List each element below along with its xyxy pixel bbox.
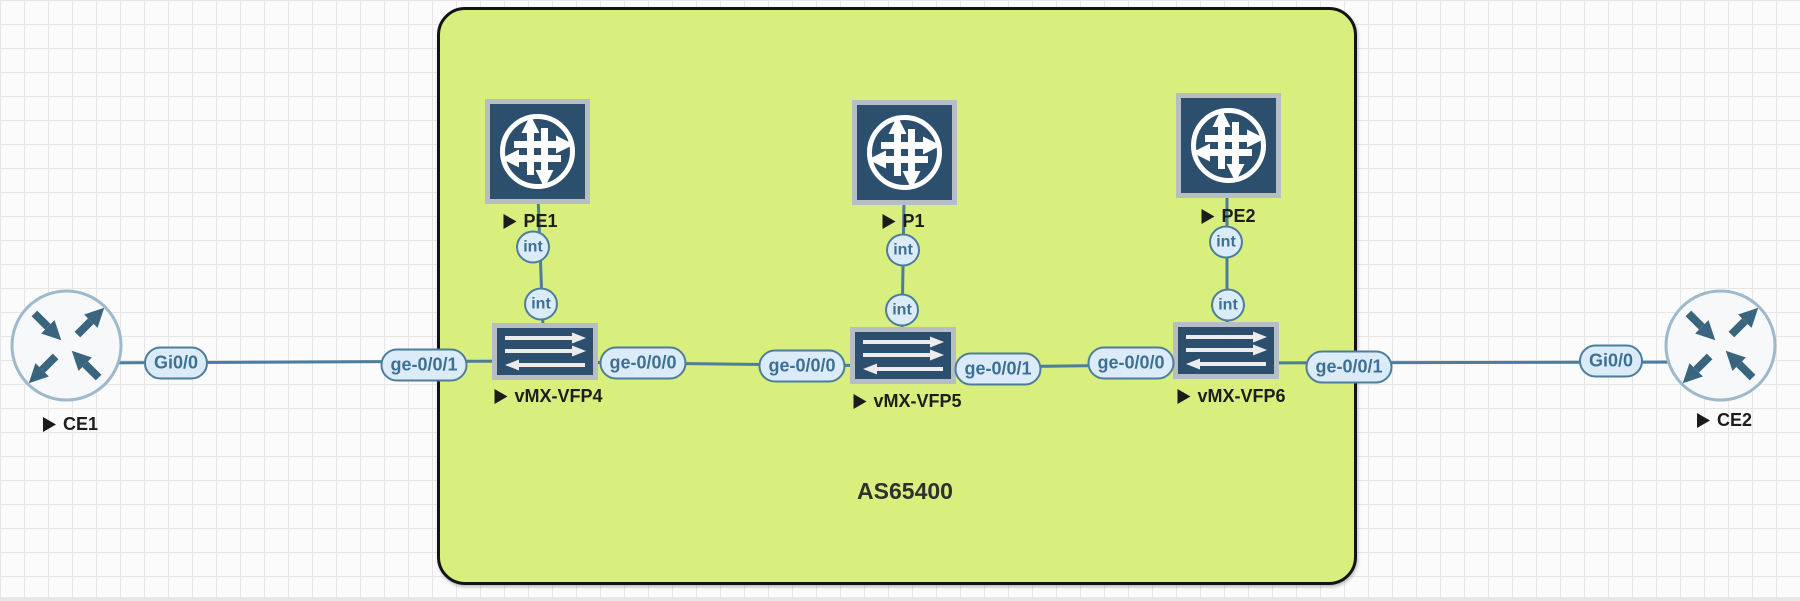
port-label-ce1-gi0-0[interactable]: Gi0/0 [143, 346, 209, 380]
node-status-arrow-icon [1201, 209, 1215, 224]
ce2-label[interactable]: CE2 [1696, 410, 1752, 431]
port-label-vfp5-int[interactable]: int [885, 293, 919, 327]
p1-label[interactable]: P1 [881, 211, 925, 232]
port-label-pe1-int[interactable]: int [516, 230, 550, 264]
port-label-vfp6-int[interactable]: int [1211, 288, 1245, 322]
port-label-vfp4-ge-0-0-0[interactable]: ge-0/0/0 [599, 346, 687, 380]
vmx-vfp4-switch-icon[interactable] [492, 323, 598, 380]
port-label-vfp4-ge-0-0-1[interactable]: ge-0/0/1 [380, 348, 468, 382]
port-label-pe2-int[interactable]: int [1209, 225, 1243, 259]
pe1-label[interactable]: PE1 [502, 211, 558, 232]
port-label-p1-int[interactable]: int [886, 233, 920, 267]
port-label-ce2-gi0-0[interactable]: Gi0/0 [1578, 344, 1644, 378]
node-status-arrow-icon [1177, 389, 1191, 404]
pe2-label-text: PE2 [1221, 206, 1256, 226]
node-status-arrow-icon [882, 214, 896, 229]
vmx-vfp4-label[interactable]: vMX-VFP4 [493, 386, 603, 407]
ce1-label-text: CE1 [62, 414, 99, 434]
ce2-label-text: CE2 [1716, 410, 1753, 430]
canvas-bottom-edge [0, 597, 1800, 601]
vmx-vfp5-switch-icon[interactable] [850, 327, 956, 384]
node-status-arrow-icon [1696, 413, 1710, 428]
vmx-vfp5-label[interactable]: vMX-VFP5 [852, 391, 962, 412]
pe2-router-icon[interactable] [1176, 93, 1281, 198]
port-label-vfp4-int[interactable]: int [524, 287, 558, 321]
link-vmxvfp6-ce2[interactable] [1224, 360, 1722, 365]
node-status-arrow-icon [503, 214, 517, 229]
p1-router-icon[interactable] [852, 100, 957, 205]
vmx-vfp6-label[interactable]: vMX-VFP6 [1176, 386, 1286, 407]
pe2-label[interactable]: PE2 [1200, 206, 1256, 227]
pe1-label-text: PE1 [523, 211, 558, 231]
ce1-label[interactable]: CE1 [42, 414, 98, 435]
node-status-arrow-icon [494, 389, 508, 404]
port-label-vfp5-ge-0-0-1[interactable]: ge-0/0/1 [954, 352, 1042, 386]
vmx-vfp5-label-text: vMX-VFP5 [873, 391, 962, 411]
port-label-vfp6-ge-0-0-1[interactable]: ge-0/0/1 [1305, 350, 1393, 384]
port-label-vfp6-ge-0-0-0[interactable]: ge-0/0/0 [1087, 346, 1175, 380]
node-status-arrow-icon [42, 417, 56, 432]
vmx-vfp6-label-text: vMX-VFP6 [1197, 386, 1286, 406]
as65400-text-label[interactable]: AS65400 [857, 478, 953, 504]
link-ce1-vmxvfp4[interactable] [65, 359, 546, 365]
ce2-router-icon[interactable] [1663, 288, 1778, 403]
vmx-vfp4-label-text: vMX-VFP4 [514, 386, 603, 406]
ce1-router-icon[interactable] [9, 288, 124, 403]
port-label-vfp5-ge-0-0-0[interactable]: ge-0/0/0 [758, 349, 846, 383]
p1-label-text: P1 [902, 211, 925, 231]
pe1-router-icon[interactable] [485, 99, 590, 204]
node-status-arrow-icon [853, 394, 867, 409]
vmx-vfp6-switch-icon[interactable] [1173, 322, 1279, 379]
